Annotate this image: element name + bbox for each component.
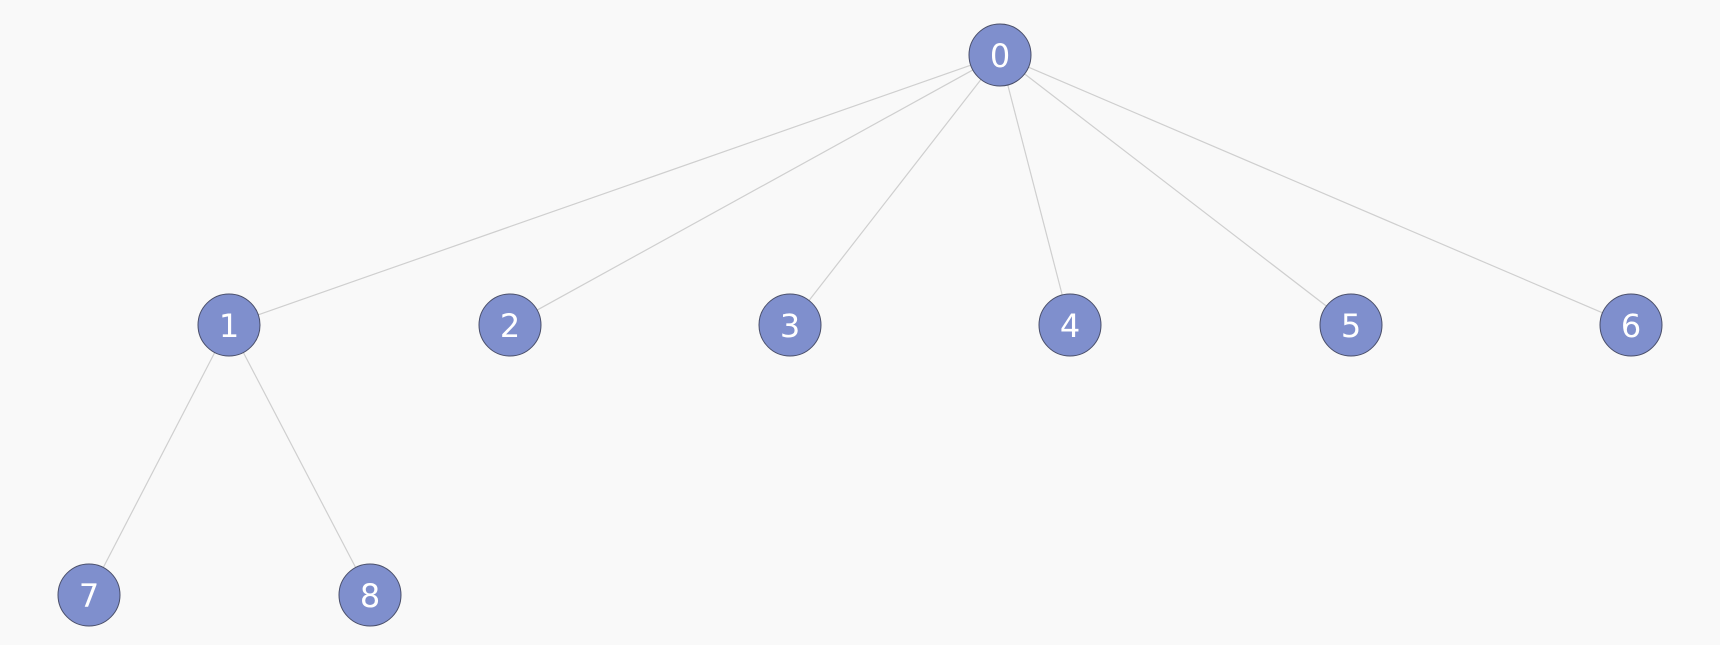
tree-node-6: 6 [1599,293,1663,357]
tree-node-3: 3 [758,293,822,357]
tree-node-8: 8 [338,563,402,627]
node-label: 2 [500,307,520,345]
node-circle [197,293,261,357]
node-circle [57,563,121,627]
node-label: 7 [79,577,99,615]
node-label: 0 [990,37,1010,75]
edge-1-8 [242,352,357,568]
node-circle [338,563,402,627]
tree-node-5: 5 [1319,293,1383,357]
node-circle [1599,293,1663,357]
edge-0-6 [1028,66,1603,314]
edges-layer [102,64,1603,568]
tree-node-4: 4 [1038,293,1102,357]
edge-0-5 [1024,73,1327,307]
node-label: 3 [780,307,800,345]
edge-1-7 [102,352,216,568]
node-label: 5 [1341,307,1361,345]
edge-0-2 [536,69,974,311]
edge-0-1 [258,64,971,316]
node-circle [968,23,1032,87]
tree-node-1: 1 [197,293,261,357]
node-label: 4 [1060,307,1080,345]
node-circle [478,293,542,357]
nodes-layer: 0 1 2 3 4 5 6 7 8 [57,23,1663,627]
node-circle [758,293,822,357]
node-label: 6 [1621,307,1641,345]
node-circle [1319,293,1383,357]
tree-node-2: 2 [478,293,542,357]
node-circle [1038,293,1102,357]
edge-0-4 [1007,84,1063,296]
tree-node-0: 0 [968,23,1032,87]
tree-node-7: 7 [57,563,121,627]
edge-0-3 [808,79,982,301]
node-label: 1 [219,307,239,345]
node-label: 8 [360,577,380,615]
